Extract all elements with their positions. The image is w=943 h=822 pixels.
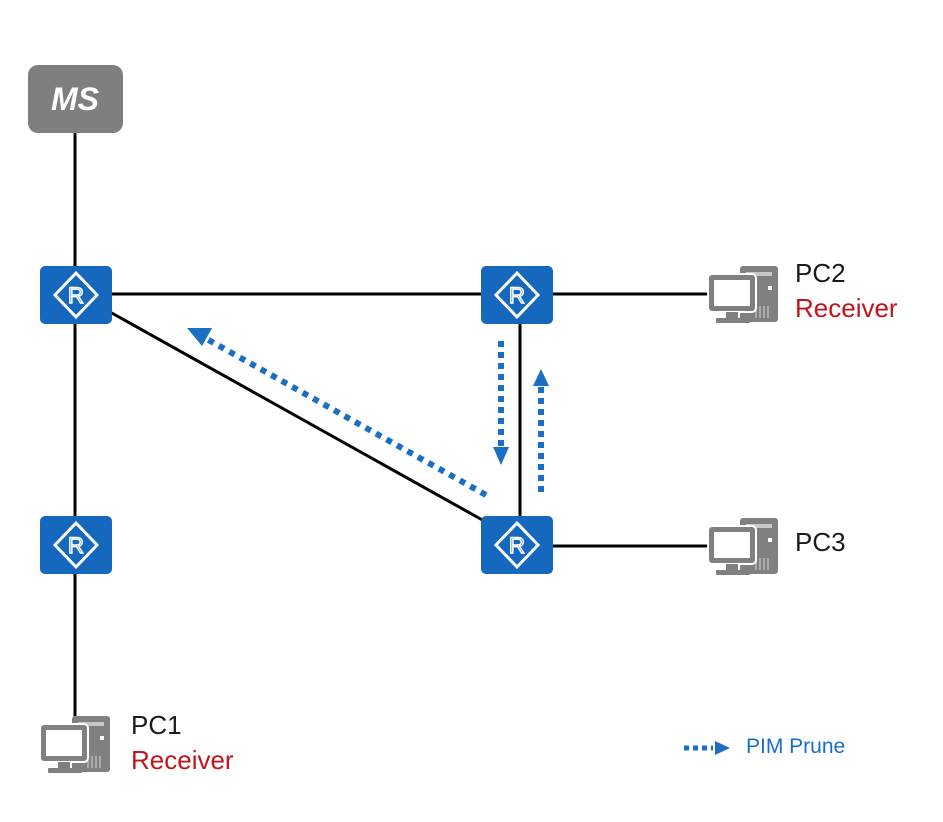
router-r4[interactable]: R (481, 516, 553, 574)
pc3-name: PC3 (795, 527, 846, 557)
multicast-server-icon: MS (28, 65, 123, 133)
pc-icon (39, 715, 111, 774)
router-icon: R (52, 270, 100, 320)
prune-arrowhead-r4-r2 (533, 369, 549, 386)
router-r1[interactable]: R (40, 266, 112, 324)
pc1-role: Receiver (131, 745, 234, 775)
pc2-name: PC2 (795, 258, 846, 288)
svg-text:R: R (509, 533, 525, 558)
pc2-role: Receiver (795, 293, 898, 323)
prune-arrow-r4-r1 (203, 335, 488, 498)
pc-icon (707, 517, 779, 576)
router-r3[interactable]: R (40, 516, 112, 574)
router-icon: R (52, 520, 100, 570)
prune-arrows (187, 328, 549, 498)
links (73, 130, 712, 718)
server-label: MS (51, 81, 100, 117)
svg-text:R: R (68, 283, 84, 308)
dotted-arrow-icon (684, 741, 730, 755)
link-r1-r4 (109, 310, 487, 524)
prune-arrowhead-r2-r4 (493, 447, 509, 465)
prune-arrowhead-r4-r1 (187, 328, 212, 346)
svg-text:R: R (68, 533, 84, 558)
svg-text:R: R (509, 283, 525, 308)
router-icon: R (493, 520, 541, 570)
router-icon: R (493, 270, 541, 320)
pc1-name: PC1 (131, 710, 182, 740)
legend-label: PIM Prune (746, 735, 846, 758)
pc-icon (707, 265, 779, 324)
router-r2[interactable]: R (481, 266, 553, 324)
